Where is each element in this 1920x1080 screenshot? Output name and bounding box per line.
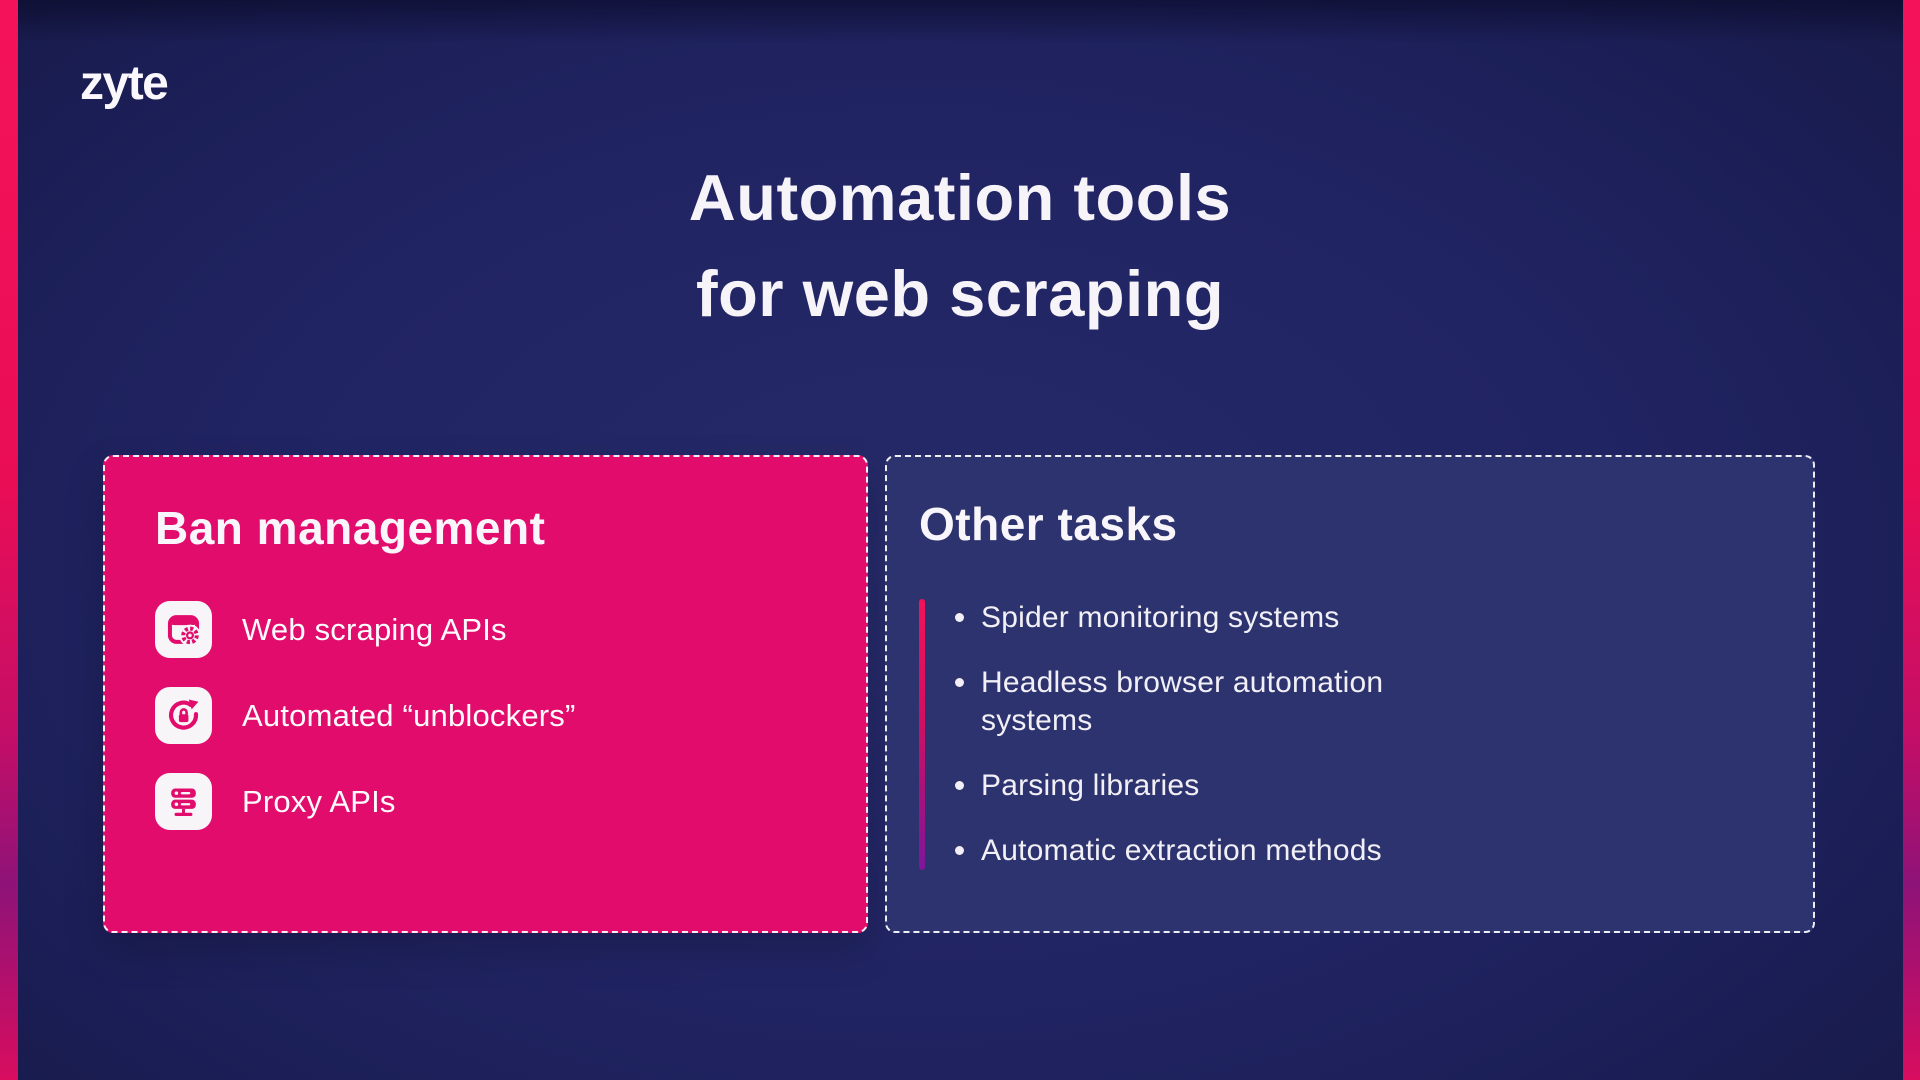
right-accent-stripe <box>1903 0 1920 1080</box>
gradient-accent-bar <box>919 599 925 870</box>
unblocker-refresh-lock-icon <box>155 687 212 744</box>
other-card-title: Other tasks <box>919 498 1178 550</box>
page-title-line1: Automation tools <box>688 161 1232 234</box>
list-item: Automated “unblockers” <box>155 687 816 744</box>
proxy-server-icon <box>155 773 212 830</box>
other-card-body: Spider monitoring systems Headless brows… <box>919 599 1773 870</box>
list-item-label: Automated “unblockers” <box>242 697 576 733</box>
list-item: Spider monitoring systems <box>949 599 1429 637</box>
list-item-label: Proxy APIs <box>242 783 396 819</box>
list-item: Parsing libraries <box>949 767 1429 805</box>
list-item: Automatic extraction methods <box>949 832 1429 870</box>
page-title-line2: for web scraping <box>695 257 1225 330</box>
ban-card-title: Ban management <box>155 502 546 554</box>
list-item: Headless browser automation systems <box>949 664 1429 740</box>
web-scraping-api-icon <box>155 601 212 658</box>
list-item-label: Web scraping APIs <box>242 611 507 647</box>
page-title: Automation tools for web scraping <box>0 150 1920 342</box>
list-item: Web scraping APIs <box>155 601 816 658</box>
ban-card-items: Web scraping APIs Automated “unblockers” <box>155 601 816 830</box>
other-card-list: Spider monitoring systems Headless brows… <box>925 599 1429 870</box>
ban-management-card: Ban management Web scraping APIs <box>103 455 868 933</box>
list-item: Proxy APIs <box>155 773 816 830</box>
zyte-logo: zyte <box>80 57 169 110</box>
other-tasks-card: Other tasks Spider monitoring systems He… <box>885 455 1815 933</box>
left-accent-stripe <box>0 0 18 1080</box>
